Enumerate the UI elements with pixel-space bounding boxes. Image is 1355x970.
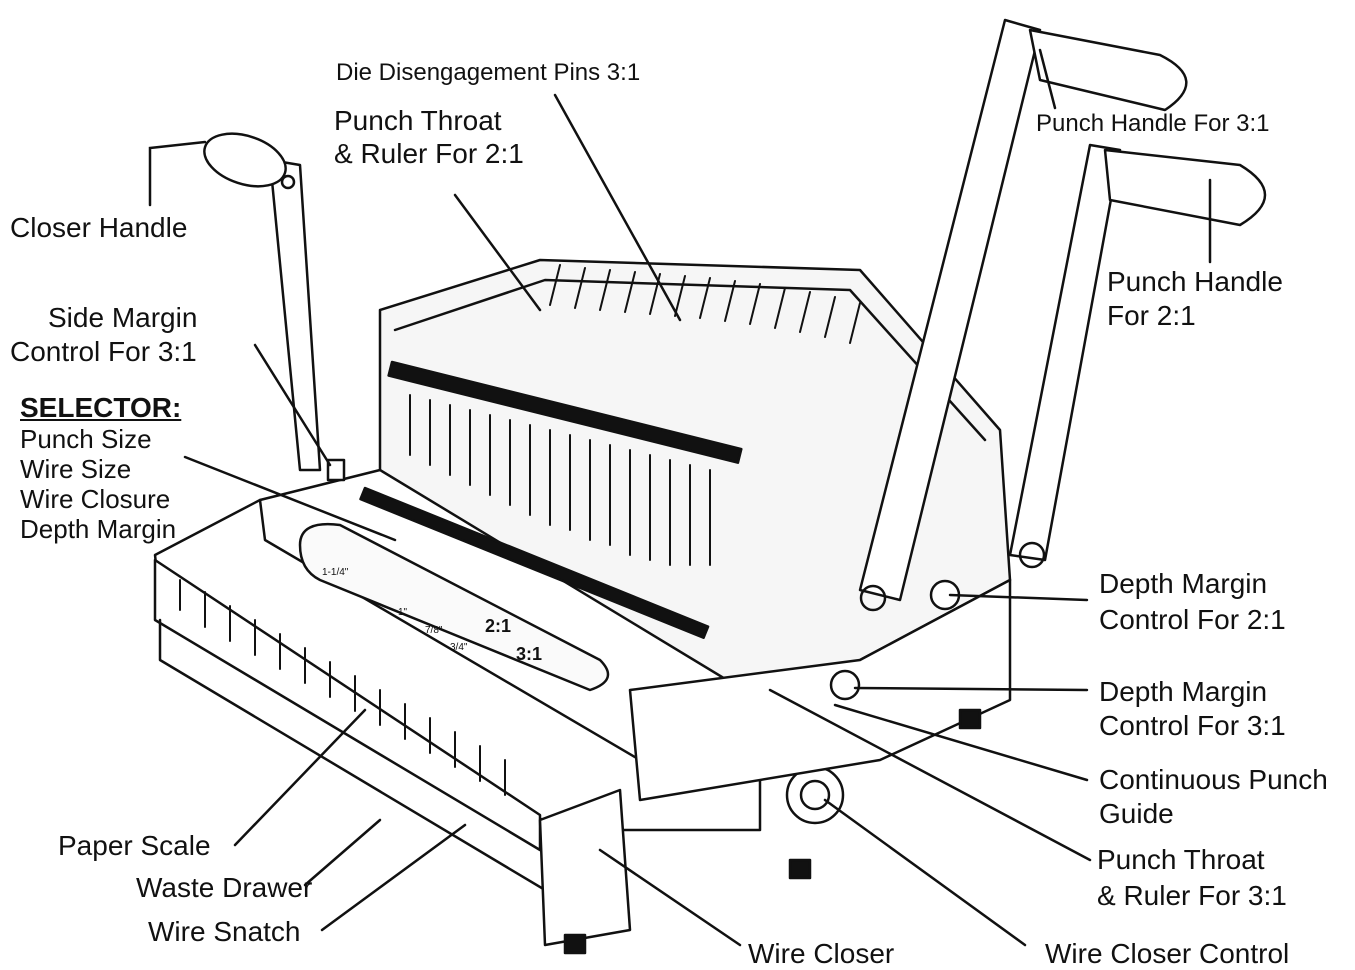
selector-item: Wire Size [20, 454, 132, 484]
leader-lines [148, 48, 1212, 947]
punch-throat-2-label-line1: Punch Throat [334, 105, 502, 136]
continuous-punch-label-line1: Continuous Punch [1099, 764, 1328, 795]
punch-handle-3-label: Punch Handle For 3:1 [1036, 110, 1270, 137]
wire-closer-label: Wire Closer [748, 938, 895, 969]
paper-scale-label: Paper Scale [58, 830, 211, 861]
depth-margin-3-label-line2: Control For 3:1 [1099, 710, 1286, 741]
size-mark-34: 3/4" [450, 642, 468, 653]
selector-item: Wire Closure [20, 484, 171, 514]
punch-handle-3-arm [858, 18, 1042, 602]
depth-margin-2-label-line1: Depth Margin [1099, 568, 1268, 599]
continuous-punch-label-line2: Guide [1099, 798, 1174, 829]
side-housing [628, 578, 1012, 802]
punch-handle-3-grip [1028, 28, 1188, 112]
punch-throat-3-label-line2: & Ruler For 3:1 [1097, 880, 1287, 911]
wire-closer-control-label: Wire Closer Control [1045, 938, 1290, 969]
punch-throat-3-strip [359, 486, 710, 639]
depth-margin-2-label-line2: Control For 2:1 [1099, 604, 1286, 635]
selector-panel [298, 522, 610, 692]
size-mark-78: 7/8" [425, 625, 443, 636]
punch-handle-2-label-line2: For 2:1 [1107, 300, 1196, 331]
selector-legend: SELECTOR: Punch Size Wire Size Wire Clos… [20, 392, 181, 544]
wire-snatch-label: Wire Snatch [148, 916, 301, 947]
paper-scale-slots [179, 579, 506, 796]
closer-handle-arm [268, 158, 322, 472]
selector-item: Depth Margin [20, 514, 177, 544]
punch-handle-2-arm [1008, 143, 1122, 562]
side-margin-label-line2: Control For 3:1 [10, 336, 197, 367]
punch-throat-2-strip [387, 360, 743, 464]
ratio-3-mark: 3:1 [516, 644, 542, 664]
size-mark-1: 1" [398, 607, 408, 618]
punch-throat-2-label-line2: & Ruler For 2:1 [334, 138, 524, 169]
depth-margin-3-label-line1: Depth Margin [1099, 676, 1268, 707]
punch-throat-3-label-line1: Punch Throat [1097, 844, 1265, 875]
closer-handle-label: Closer Handle [10, 212, 188, 243]
punch-handle-2-grip [1103, 148, 1267, 227]
die-pins-top [549, 264, 861, 344]
selector-item: Punch Size [20, 424, 152, 454]
closer-handle-grip [203, 132, 287, 188]
size-mark-top: 1-1/4" [322, 567, 349, 578]
side-margin-knob [326, 458, 346, 482]
waste-drawer-label: Waste Drawer [136, 872, 313, 903]
ratio-2-mark: 2:1 [485, 616, 511, 636]
depth-margin-3-knob [829, 669, 861, 701]
side-margin-label-line1: Side Margin [48, 302, 198, 333]
die-disengagement-label: Die Disengagement Pins 3:1 [336, 59, 641, 86]
wire-closer-block [538, 788, 632, 947]
selector-title: SELECTOR: [20, 392, 182, 423]
punch-handle-2-label-line1: Punch Handle [1107, 266, 1283, 297]
comb-fingers [409, 394, 711, 566]
